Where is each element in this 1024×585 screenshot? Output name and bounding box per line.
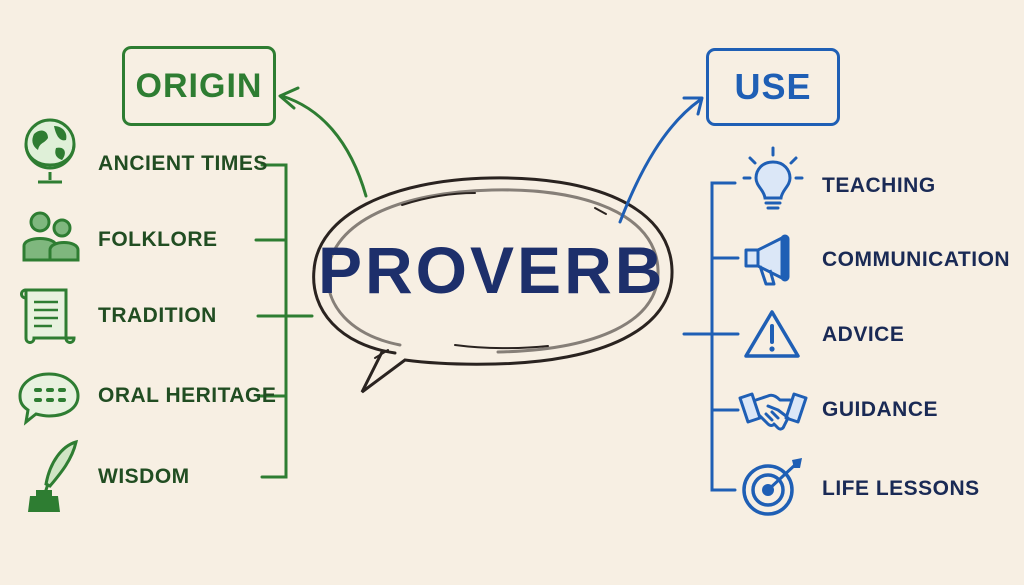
arrow-to-use <box>618 96 704 224</box>
warning-icon <box>744 310 800 358</box>
arrow-to-origin <box>278 86 368 198</box>
origin-bracket <box>254 163 314 479</box>
use-item-advice: ADVICE <box>822 323 905 346</box>
origin-item-tradition: TRADITION <box>98 304 217 327</box>
use-item-communication: COMMUNICATION <box>822 248 1011 271</box>
origin-item-wisdom: WISDOM <box>98 465 190 488</box>
use-item-life-lessons: LIFE LESSONS <box>822 477 980 500</box>
use-bracket <box>682 181 740 492</box>
use-heading: USE <box>706 48 840 126</box>
use-item-guidance: GUIDANCE <box>822 398 939 421</box>
scroll-icon <box>20 288 76 344</box>
origin-item-folklore: FOLKLORE <box>98 228 218 251</box>
people-icon <box>22 211 80 262</box>
target-icon <box>742 458 802 516</box>
quill-inkwell-icon <box>28 439 79 512</box>
use-item-teaching: TEACHING <box>822 174 936 197</box>
lightbulb-icon <box>742 146 804 210</box>
megaphone-icon <box>744 234 790 286</box>
globe-icon <box>24 118 76 184</box>
origin-item-oral-heritage: ORAL HERITAGE <box>98 384 277 407</box>
origin-item-ancient-times: ANCIENT TIMES <box>98 152 268 175</box>
origin-heading: ORIGIN <box>122 46 276 126</box>
speech-bubble-icon <box>18 372 80 426</box>
speech-bubble-shape <box>312 176 674 394</box>
handshake-icon <box>738 392 808 431</box>
central-concept: PROVERB <box>318 233 666 307</box>
